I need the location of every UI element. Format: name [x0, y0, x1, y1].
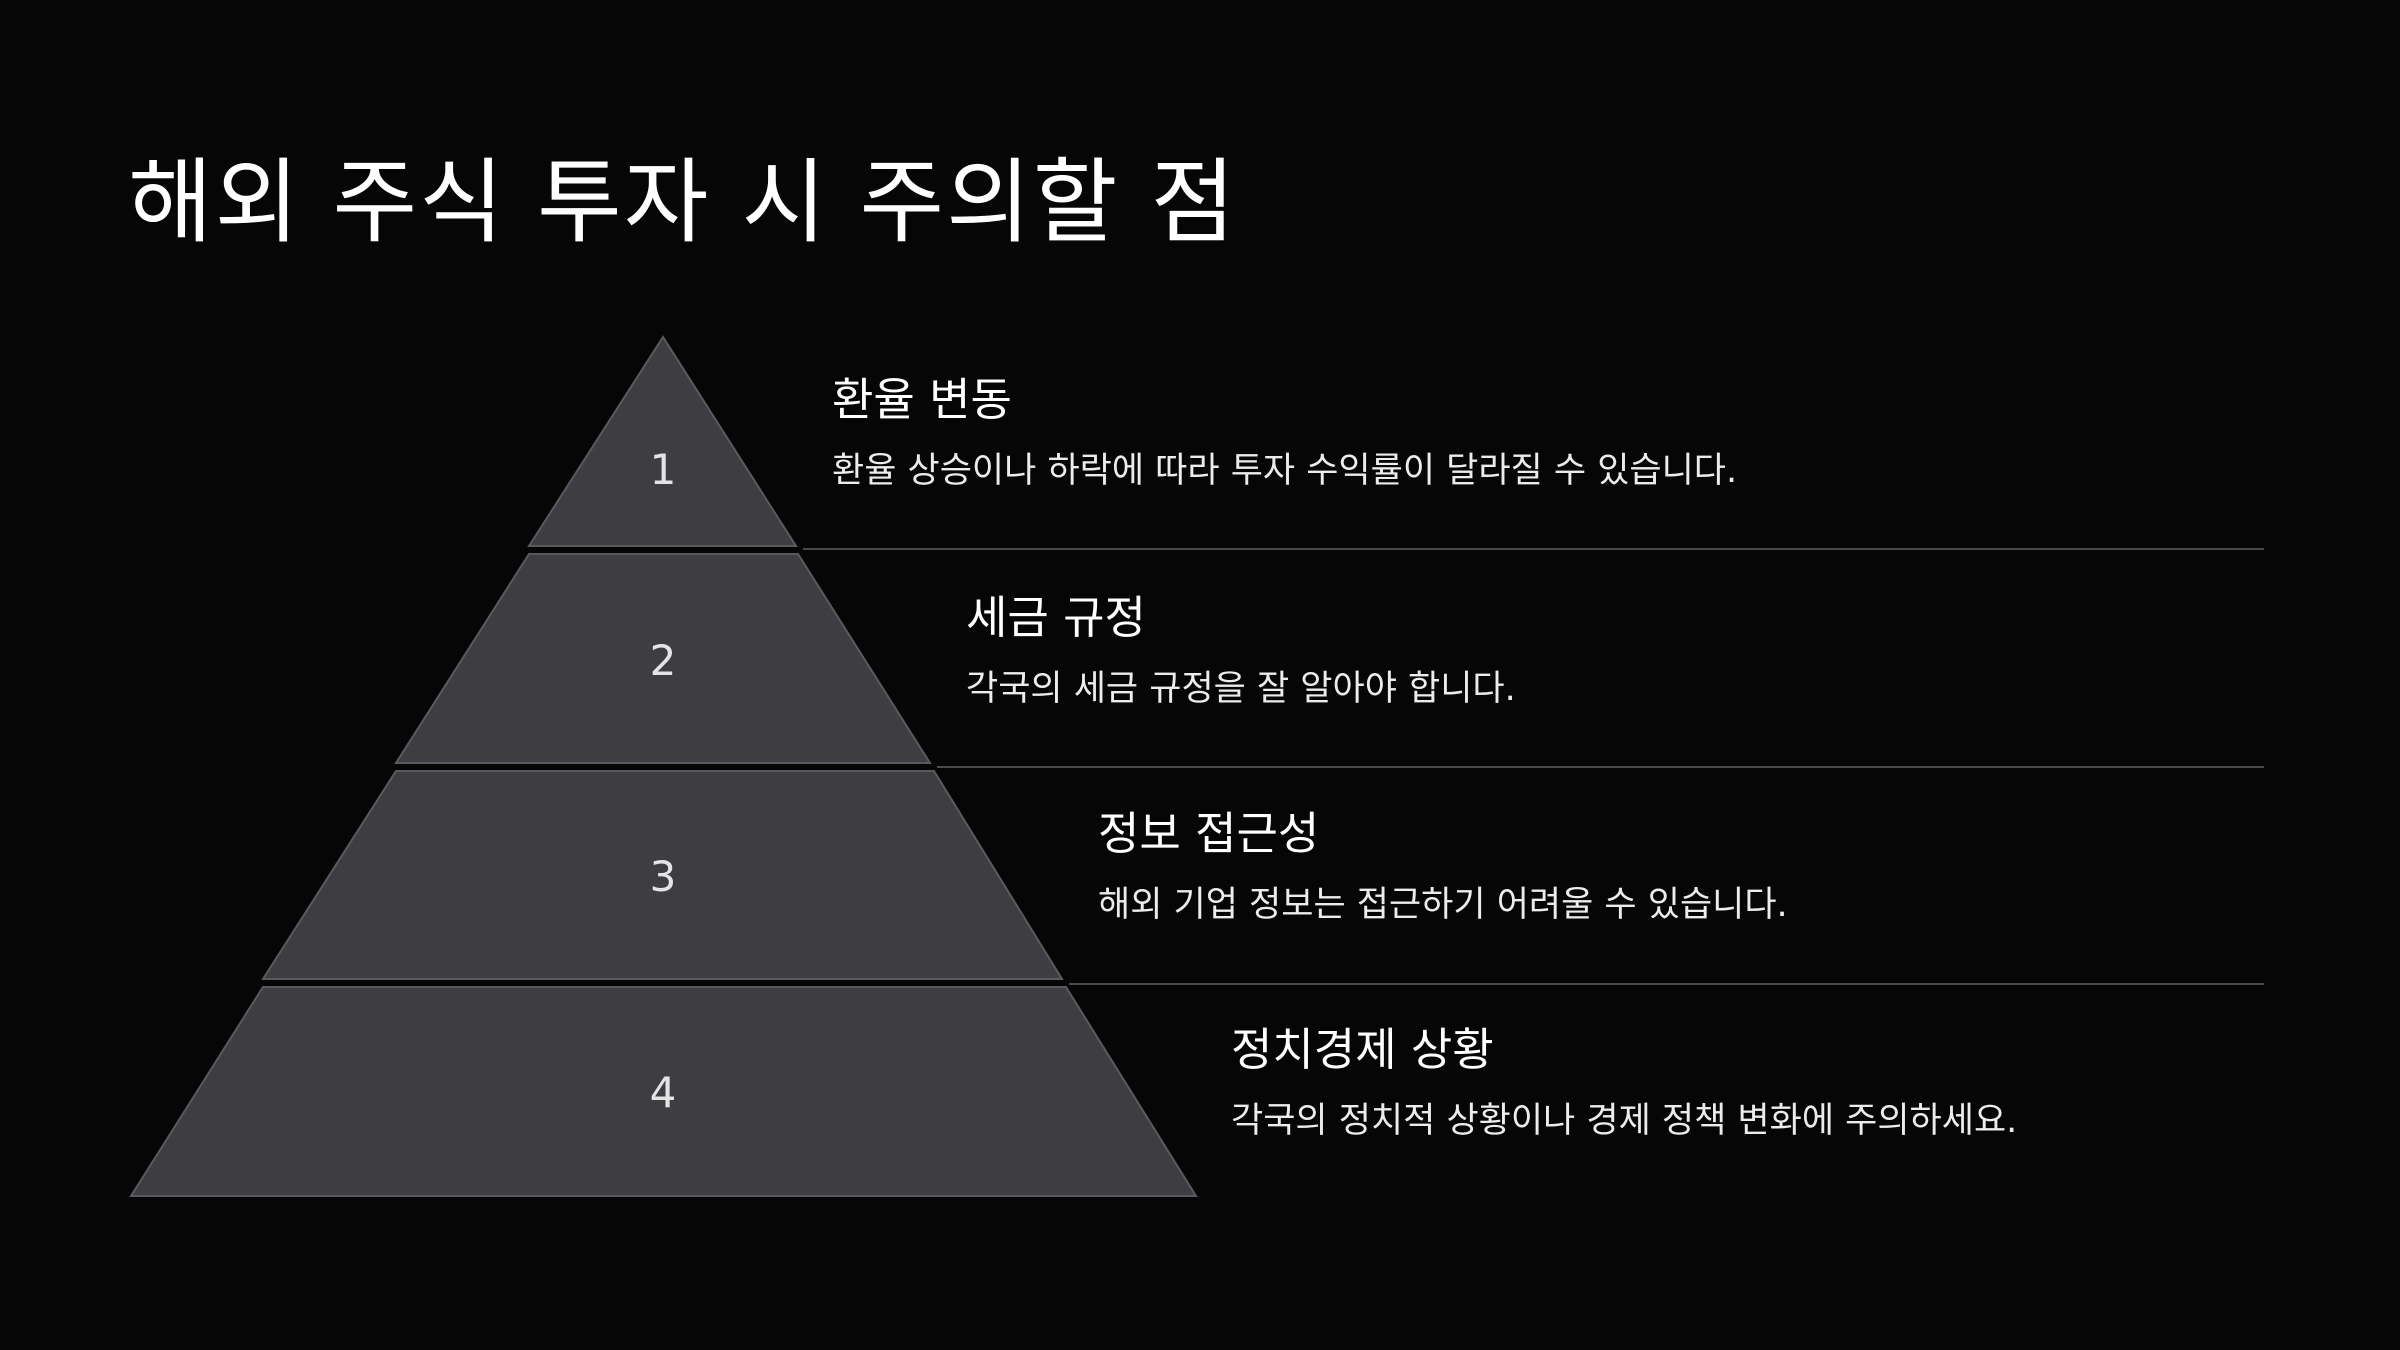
level-3-text: 정보 접근성 해외 기업 정보는 접근하기 어려울 수 있습니다.: [1098, 806, 1788, 928]
pyramid-segment-4: [129, 986, 1198, 1197]
level-number-4: 4: [650, 1068, 677, 1117]
divider-3: [1069, 983, 2264, 985]
level-number-2: 2: [650, 636, 677, 685]
pyramid-segment-3: [261, 770, 1064, 980]
level-1-description: 환율 상승이나 하락에 따라 투자 수익률이 달라질 수 있습니다.: [832, 451, 1738, 491]
level-number-3: 3: [650, 852, 677, 901]
level-4-description: 각국의 정치적 상황이나 경제 정책 변화에 주의하세요.: [1231, 1101, 2018, 1141]
level-2-description: 각국의 세금 규정을 잘 알아야 합니다.: [966, 669, 1516, 709]
level-3-heading: 정보 접근성: [1098, 807, 1320, 860]
level-4-text: 정치경제 상황 각국의 정치적 상황이나 경제 정책 변화에 주의하세요.: [1231, 1022, 2017, 1144]
level-2-text: 세금 규정 각국의 세금 규정을 잘 알아야 합니다.: [966, 590, 1516, 712]
level-1-text: 환율 변동 환율 상승이나 하락에 따라 투자 수익률이 달라질 수 있습니다.: [832, 372, 1737, 494]
divider-1: [803, 548, 2264, 550]
pyramid-segment-2: [394, 553, 932, 764]
level-3-description: 해외 기업 정보는 접근하기 어려울 수 있습니다.: [1098, 885, 1788, 925]
level-4-heading: 정치경제 상황: [1231, 1023, 1494, 1076]
divider-2: [937, 766, 2264, 768]
level-number-1: 1: [650, 445, 677, 494]
level-1-heading: 환율 변동: [832, 373, 1012, 426]
slide-title: 해외 주식 투자 시 주의할 점: [128, 149, 1238, 256]
pyramid-segment-1: [527, 335, 798, 547]
level-2-heading: 세금 규정: [966, 591, 1146, 644]
